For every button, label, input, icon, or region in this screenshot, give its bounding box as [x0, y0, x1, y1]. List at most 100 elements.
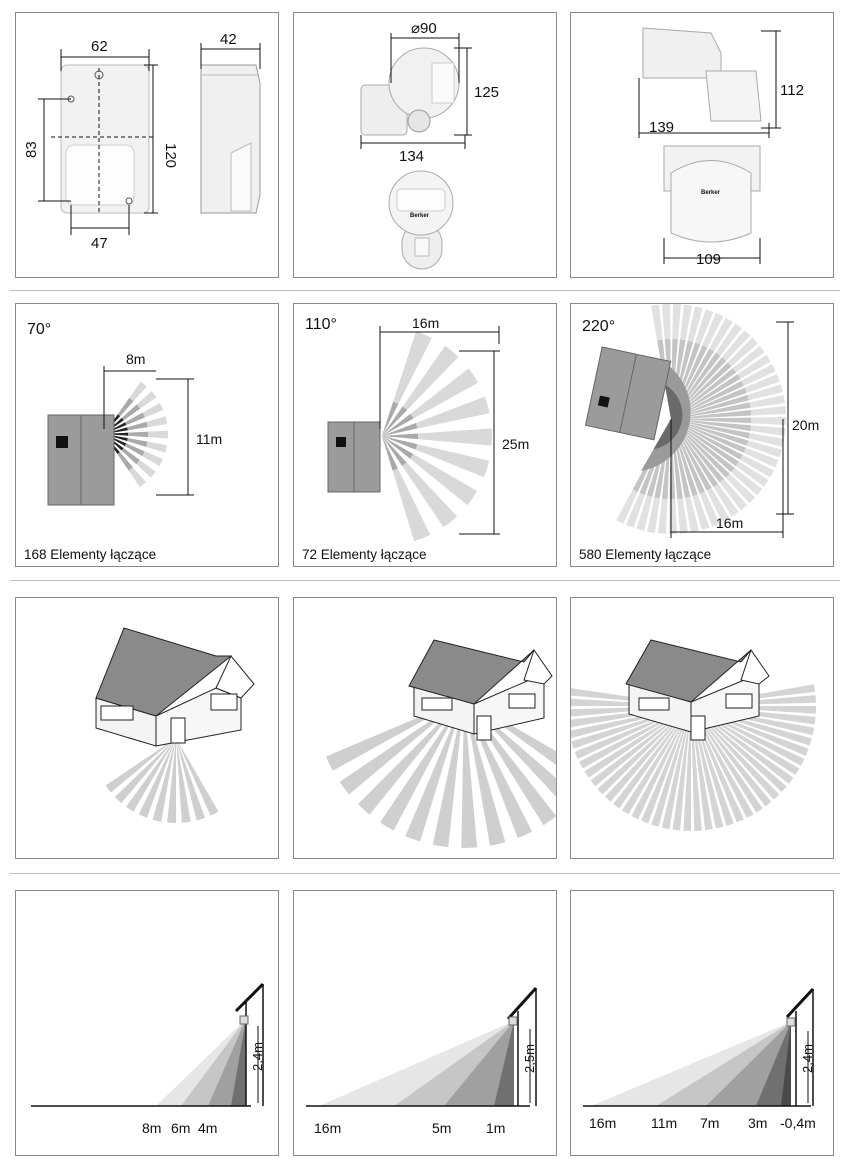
ground-beam [461, 698, 478, 848]
house-panel-110 [293, 597, 557, 859]
round-detector-drawing: ⌀90 125 134 Berker [360, 20, 499, 270]
dim-diameter: ⌀90 [411, 20, 437, 37]
mount-height-label: 2,5m [522, 1044, 537, 1073]
beam-ray [382, 436, 407, 466]
ground-beam [380, 698, 464, 831]
distance-label: 6m [171, 1120, 190, 1136]
ground-beam [622, 706, 691, 815]
house [95, 627, 255, 747]
beam-ray [382, 423, 418, 436]
house-illustration [571, 639, 816, 831]
beam-ray [382, 436, 414, 459]
ground-beam [613, 706, 691, 809]
ground-beam [405, 698, 464, 842]
coverage-panel-110: 110° 16m 25m 72 Elementy łączące [293, 303, 557, 567]
reach-y-label: 20m [792, 417, 819, 433]
wall-detector-drawing: 62 83 120 47 42 [23, 31, 261, 252]
coverage-panel-220: 220° 20m 16m 580 Elementy łączące [570, 303, 834, 567]
ground-beam [691, 706, 763, 813]
brand-label: Berker [410, 213, 430, 219]
house-illustration [95, 627, 255, 823]
ground-beam [138, 738, 176, 818]
ground-beam [176, 738, 206, 821]
ground-beam [691, 706, 787, 793]
beam-ray [382, 413, 414, 436]
beam-ray [382, 406, 408, 436]
beam-ray [382, 428, 492, 446]
ground-beam [176, 738, 191, 823]
beam-ray [671, 402, 751, 419]
detection-wedge [781, 1022, 791, 1106]
coverage-panel-70: 70° 8m 11m 168 Elementy łączące [15, 303, 279, 567]
row-separator-2 [10, 580, 840, 581]
row-separator-3 [10, 873, 840, 874]
ground-beam [114, 738, 176, 804]
dim-width-bottom: 47 [91, 235, 108, 252]
distance-label: 16m [589, 1115, 616, 1131]
reach-x-label: 16m [716, 515, 743, 531]
ground-beam [661, 706, 691, 830]
beam-ray [382, 433, 418, 440]
ground-beam [672, 706, 691, 831]
dim-depth: 139 [649, 119, 674, 136]
side-view-panel-3: 2,4m 16m 11m 7m 3m -0,4m [570, 890, 834, 1156]
ground-beam [691, 706, 780, 800]
beam-ray [671, 419, 746, 453]
ground-beam [432, 698, 464, 848]
ground-beam [176, 738, 219, 816]
distance-label: 4m [198, 1120, 217, 1136]
beam-ray [671, 419, 750, 439]
house-illustration [325, 639, 556, 848]
ground-beams [325, 698, 556, 848]
ground-beam [691, 706, 754, 818]
dim-height: 112 [780, 82, 804, 99]
detection-wedge [231, 1019, 246, 1106]
reach-y-label: 25m [502, 436, 529, 452]
beam-ray [382, 436, 398, 471]
dim-height-side: 83 [23, 141, 40, 158]
element-count-caption: 72 Elementy łączące [302, 547, 427, 562]
detection-wedges [319, 1021, 514, 1106]
ground-beam [683, 706, 691, 831]
side-view-diagram: 2,5m 16m 5m 1m [306, 986, 538, 1136]
distance-label: 11m [651, 1115, 677, 1131]
ground-beam [631, 706, 691, 820]
distance-label: 1m [486, 1120, 505, 1136]
element-count-caption: 580 Elementy łączące [579, 547, 712, 562]
beam-ray [382, 436, 418, 450]
dimension-panel-220-detector: 112 139 Berker 109 [570, 12, 834, 278]
side-view-diagram: 2,4m 8m 6m 4m [31, 982, 265, 1136]
ground-beams [571, 684, 816, 831]
ground-beam [651, 706, 691, 827]
dim-width: 134 [399, 148, 424, 165]
wide-detector-drawing: 112 139 Berker 109 [638, 27, 804, 268]
detection-wedge [494, 1021, 514, 1106]
coverage-diagram-110: 16m 25m [327, 315, 529, 542]
reach-x-label: 16m [412, 315, 439, 331]
coverage-diagram-220: 20m 16m [584, 304, 819, 538]
distance-label: 5m [432, 1120, 451, 1136]
ground-beam [590, 706, 691, 787]
detection-wedges [156, 1019, 246, 1106]
dim-height-total: 120 [162, 143, 179, 168]
beam-fan [382, 331, 492, 542]
house-panel-70 [15, 597, 279, 859]
beam-ray [671, 417, 751, 424]
beam-ring [653, 384, 683, 450]
beam-ray [671, 419, 739, 467]
angle-title: 110° [305, 316, 337, 333]
distance-label: 16m [314, 1120, 341, 1136]
ground-beam [167, 738, 176, 823]
distance-label: 7m [700, 1115, 719, 1131]
dim-height: 125 [474, 84, 499, 101]
ground-beam [126, 738, 176, 812]
dim-width-top: 62 [91, 38, 108, 55]
distance-label: -0,4m [780, 1115, 816, 1131]
ground-beam [152, 738, 176, 822]
element-count-caption: 168 Elementy łączące [24, 547, 157, 562]
beam-ray [671, 419, 743, 460]
angle-title: 70° [27, 321, 52, 338]
ground-beam [357, 698, 464, 815]
dim-width: 109 [696, 251, 721, 268]
ground-beam [641, 706, 691, 824]
